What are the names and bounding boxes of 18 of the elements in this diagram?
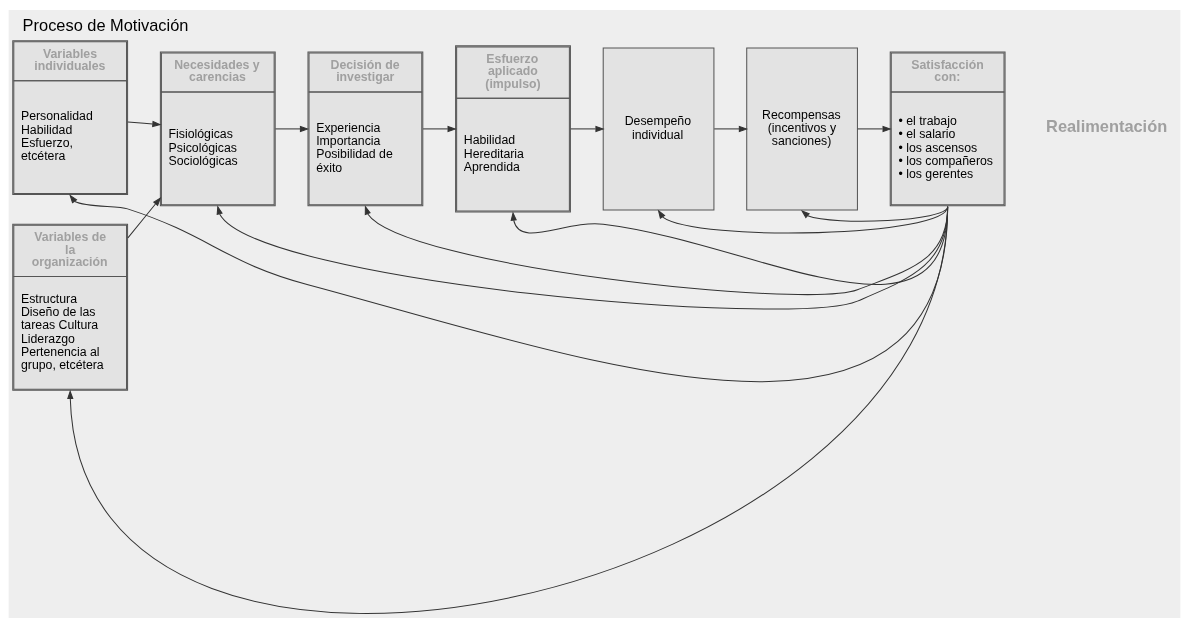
arrow — [67, 205, 949, 613]
arrow — [657, 205, 949, 234]
arrow — [422, 125, 457, 132]
arrow — [570, 125, 605, 132]
arrow — [364, 204, 949, 295]
arrow — [127, 120, 162, 127]
arrow — [69, 193, 949, 381]
arrow — [857, 125, 892, 132]
node-box: Desempeño individual — [602, 46, 715, 210]
arrow — [713, 125, 749, 132]
arrow — [216, 204, 949, 309]
arrow — [275, 125, 310, 132]
arrow — [510, 205, 949, 285]
label: Realimentación — [1046, 116, 1168, 135]
node-box: Recompensas (incentivos y sanciones) — [746, 46, 858, 210]
diagram-title: Proceso de Motivación — [22, 15, 189, 34]
arrow — [127, 196, 162, 238]
arrow — [800, 205, 949, 222]
